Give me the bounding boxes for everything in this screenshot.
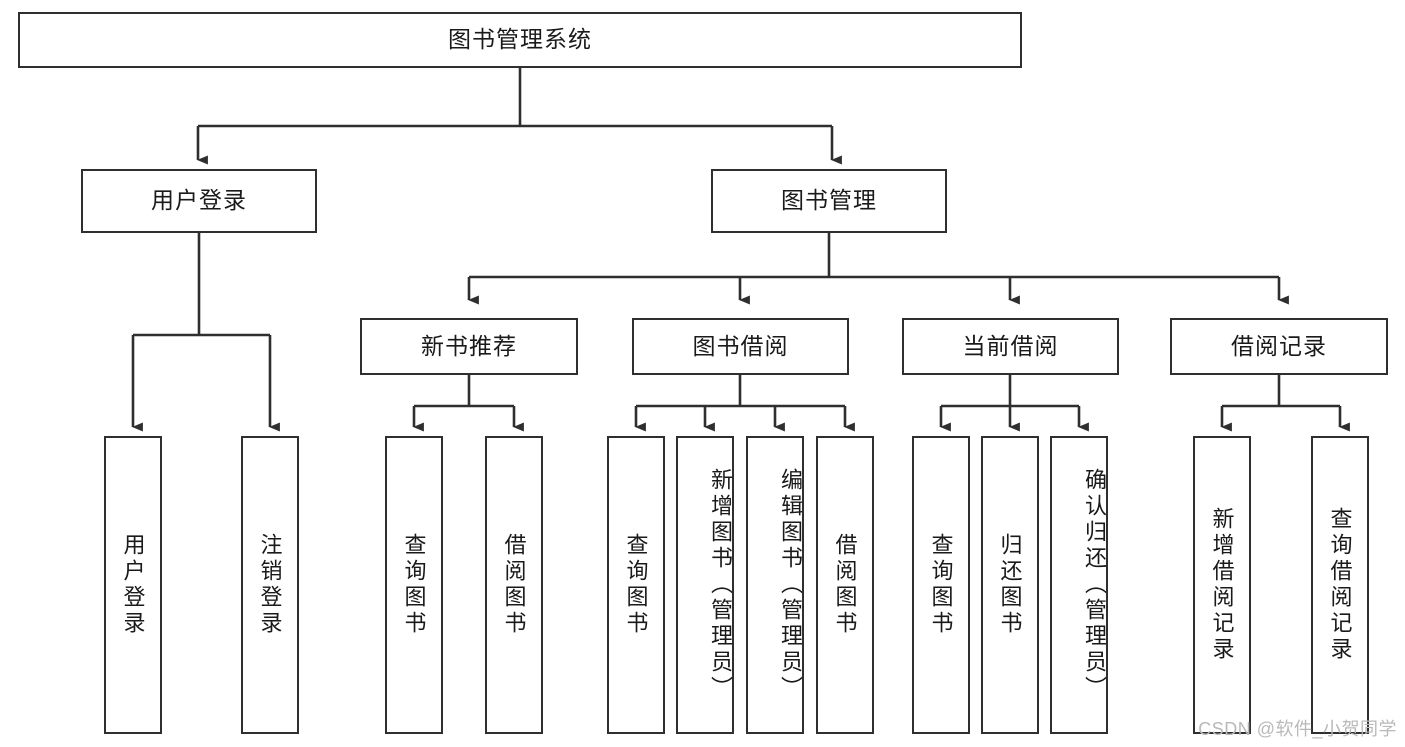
node-leaf-user-login[interactable]: 用户登录: [104, 436, 162, 734]
node-user-login[interactable]: 用户登录: [81, 169, 317, 233]
node-leaf-query-book-1[interactable]: 查询图书: [385, 436, 443, 734]
node-leaf-logout-login[interactable]: 注销登录: [241, 436, 299, 734]
node-label: 新书推荐: [421, 332, 517, 359]
node-borrowing-record[interactable]: 借阅记录: [1170, 318, 1388, 375]
node-leaf-add-borrow-record[interactable]: 新增借阅记录: [1193, 436, 1251, 734]
csdn-watermark: CSDN @软件_小贺同学: [1198, 719, 1397, 739]
node-label: 用户登录: [120, 533, 146, 637]
node-label: 查询借阅记录: [1327, 507, 1353, 663]
node-root-book-management-system[interactable]: 图书管理系统: [18, 12, 1022, 68]
node-label: 新增借阅记录: [1209, 507, 1235, 663]
node-leaf-add-book-admin[interactable]: 新增图书（管理员）: [676, 436, 734, 734]
node-leaf-query-borrow-record[interactable]: 查询借阅记录: [1311, 436, 1369, 734]
node-new-book-recommendation[interactable]: 新书推荐: [360, 318, 578, 375]
node-label: 查询图书: [928, 533, 954, 637]
node-leaf-query-book-3[interactable]: 查询图书: [912, 436, 970, 734]
node-label: 借阅记录: [1231, 332, 1327, 359]
node-label: 用户登录: [151, 187, 247, 214]
node-label: 编辑图书（管理员）: [778, 468, 803, 702]
node-label: 图书管理: [781, 187, 877, 214]
node-book-management[interactable]: 图书管理: [711, 169, 947, 233]
node-label: 注销登录: [257, 533, 283, 637]
node-label: 借阅图书: [832, 533, 858, 637]
node-label: 借阅图书: [501, 533, 527, 637]
node-leaf-edit-book-admin[interactable]: 编辑图书（管理员）: [746, 436, 804, 734]
node-leaf-borrow-book-1[interactable]: 借阅图书: [485, 436, 543, 734]
node-leaf-query-book-2[interactable]: 查询图书: [607, 436, 665, 734]
node-leaf-return-book[interactable]: 归还图书: [981, 436, 1039, 734]
node-label: 查询图书: [623, 533, 649, 637]
node-label: 查询图书: [401, 533, 427, 637]
node-label: 图书借阅: [692, 332, 789, 359]
node-current-borrowing[interactable]: 当前借阅: [902, 318, 1119, 375]
node-label: 归还图书: [997, 533, 1023, 637]
node-leaf-borrow-book-2[interactable]: 借阅图书: [816, 436, 874, 734]
node-label: 当前借阅: [962, 332, 1059, 359]
node-label: 图书管理系统: [448, 26, 592, 53]
node-label: 确认归还（管理员）: [1082, 468, 1107, 702]
node-book-borrowing[interactable]: 图书借阅: [632, 318, 849, 375]
node-label: 新增图书（管理员）: [708, 468, 733, 702]
node-leaf-confirm-return-admin[interactable]: 确认归还（管理员）: [1050, 436, 1108, 734]
